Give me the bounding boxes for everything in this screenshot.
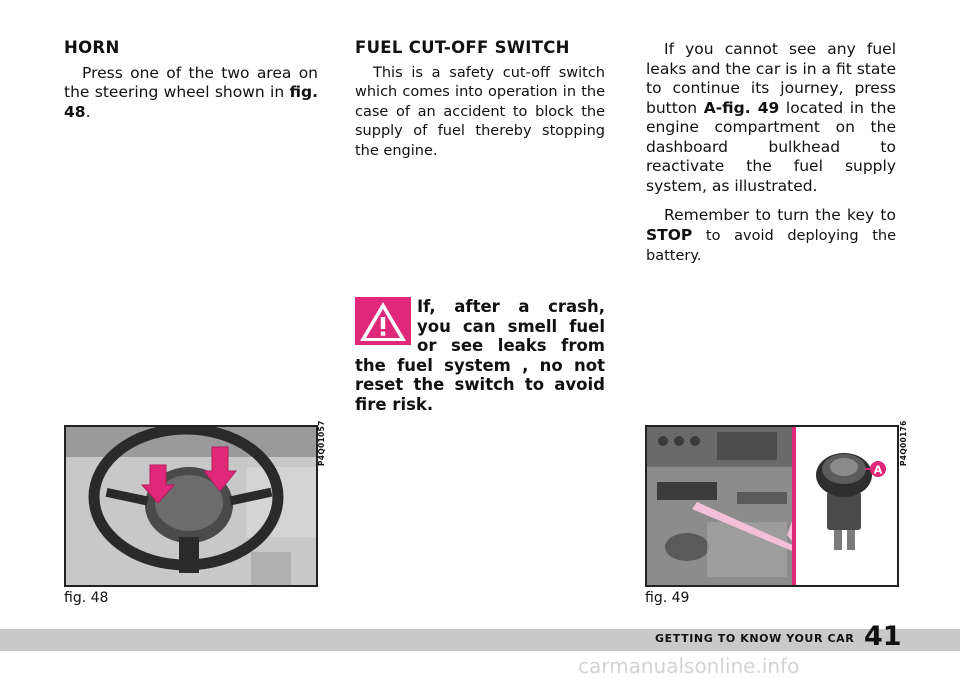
warning-block: If, after a crash, you can smell fuel or… xyxy=(355,297,605,414)
horn-heading: HORN xyxy=(64,38,120,57)
reactivate-section: If you cannot see any fuel leaks and the… xyxy=(646,40,896,277)
footer-section-title: GETTING TO KNOW YOUR CAR xyxy=(655,632,855,645)
fig49-ref: A-fig. 49 xyxy=(703,98,780,117)
fig48-code: P4Q01057 xyxy=(317,420,326,466)
warning-triangle-icon xyxy=(355,297,411,345)
horn-text: Press one of the two area on the steerin… xyxy=(64,63,318,121)
fuel-text: This is a safety cut-off switch which co… xyxy=(355,64,605,159)
watermark: carmanualsonline.info xyxy=(578,654,800,678)
fig49-label-a: A xyxy=(874,464,883,477)
fig48-image xyxy=(64,425,318,587)
fuel-cutoff-switch-photo: A xyxy=(647,427,897,585)
fuel-section: FUEL CUT-OFF SWITCH This is a safety cut… xyxy=(355,38,605,171)
reactivate-text: If you cannot see any fuel leaks and the… xyxy=(646,40,896,195)
footer-band xyxy=(0,629,960,651)
fig48-ref: fig. 48 xyxy=(64,83,318,121)
key-text: Remember to turn the key to STOP to avoi… xyxy=(646,206,896,264)
fig49-caption: fig. 49 xyxy=(645,590,690,606)
fig49-image: A xyxy=(645,425,899,587)
fig49-code: P4Q00176 xyxy=(899,420,908,466)
warning-text: If, after a crash, you can smell fuel or… xyxy=(355,297,605,414)
fig48-caption: fig. 48 xyxy=(64,590,109,606)
fuel-heading: FUEL CUT-OFF SWITCH xyxy=(355,38,570,57)
stop-label: STOP xyxy=(646,225,693,244)
page-number: 41 xyxy=(864,621,902,652)
steering-wheel-horn-photo xyxy=(66,427,316,585)
horn-section: HORN Press one of the two area on the st… xyxy=(64,38,318,132)
